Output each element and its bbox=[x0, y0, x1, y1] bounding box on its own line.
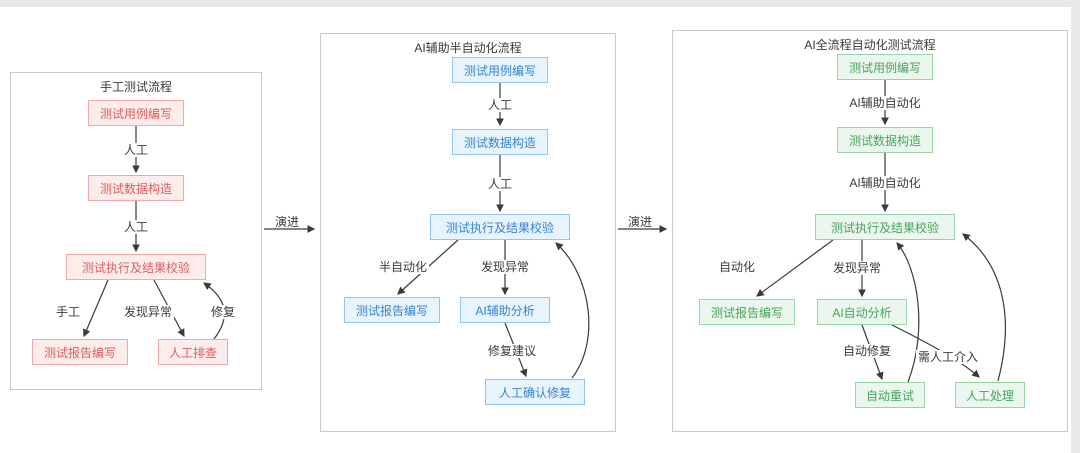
node-semi-exec-verify: 测试执行及结果校验 bbox=[430, 214, 570, 240]
node-full-manual-handle: 人工处理 bbox=[955, 382, 1025, 408]
arrow-full-exec-to-report bbox=[756, 239, 834, 297]
node-full-exec-verify: 测试执行及结果校验 bbox=[815, 214, 955, 240]
node-full-test-data: 测试数据构造 bbox=[837, 127, 933, 153]
node-manual-exec-verify: 测试执行及结果校验 bbox=[66, 254, 206, 280]
edge-full-anomaly: 发现异常 bbox=[830, 261, 884, 275]
edge-manual-to-report: 手工 bbox=[53, 305, 83, 319]
arrow-full-handle-return bbox=[962, 233, 1007, 382]
edge-semi-anomaly: 发现异常 bbox=[478, 260, 532, 274]
edge-manual-step1: 人工 bbox=[121, 143, 151, 157]
evolution-label-2: 演进 bbox=[627, 215, 653, 229]
node-semi-test-case: 测试用例编写 bbox=[452, 57, 548, 83]
arrow-manual-exec-to-report bbox=[83, 279, 109, 338]
edge-full-autofix: 自动修复 bbox=[840, 344, 894, 358]
edge-semi-step2: 人工 bbox=[485, 177, 515, 191]
node-manual-test-data: 测试数据构造 bbox=[88, 175, 184, 201]
evolution-label-1: 演进 bbox=[274, 215, 300, 229]
edge-full-step2: AI辅助自动化 bbox=[847, 176, 923, 190]
node-full-report: 测试报告编写 bbox=[699, 299, 795, 325]
panel-manual-title: 手工测试流程 bbox=[99, 80, 172, 94]
edge-full-to-report: 自动化 bbox=[716, 260, 758, 274]
edge-semi-to-report: 半自动化 bbox=[376, 260, 430, 274]
node-semi-confirm-fix: 人工确认修复 bbox=[485, 379, 585, 405]
edge-semi-suggest: 修复建议 bbox=[485, 344, 539, 358]
page-margin-right bbox=[1071, 0, 1080, 453]
panel-semi-title: AI辅助半自动化流程 bbox=[414, 41, 522, 55]
arrow-full-retry-return bbox=[896, 242, 920, 383]
node-semi-test-data: 测试数据构造 bbox=[452, 129, 548, 155]
panel-full-title: AI全流程自动化测试流程 bbox=[804, 38, 936, 52]
edge-manual-fix: 修复 bbox=[208, 305, 238, 319]
node-full-test-case: 测试用例编写 bbox=[837, 54, 933, 80]
node-full-ai-analysis: AI自动分析 bbox=[817, 299, 907, 325]
edge-manual-step2: 人工 bbox=[121, 220, 151, 234]
node-manual-report: 测试报告编写 bbox=[32, 339, 128, 365]
edge-semi-step1: 人工 bbox=[485, 98, 515, 112]
node-manual-test-case: 测试用例编写 bbox=[88, 100, 184, 126]
arrow-semi-confirm-return bbox=[555, 242, 590, 379]
page-margin-top bbox=[0, 0, 1080, 7]
edge-full-step1: AI辅助自动化 bbox=[847, 96, 923, 110]
node-semi-report: 测试报告编写 bbox=[344, 297, 440, 323]
edge-manual-anomaly: 发现异常 bbox=[121, 305, 175, 319]
node-semi-ai-analysis: AI辅助分析 bbox=[460, 297, 550, 323]
node-manual-investigate: 人工排查 bbox=[158, 339, 228, 365]
node-full-auto-retry: 自动重试 bbox=[855, 382, 925, 408]
edge-full-need-human: 需人工介入 bbox=[915, 350, 981, 364]
